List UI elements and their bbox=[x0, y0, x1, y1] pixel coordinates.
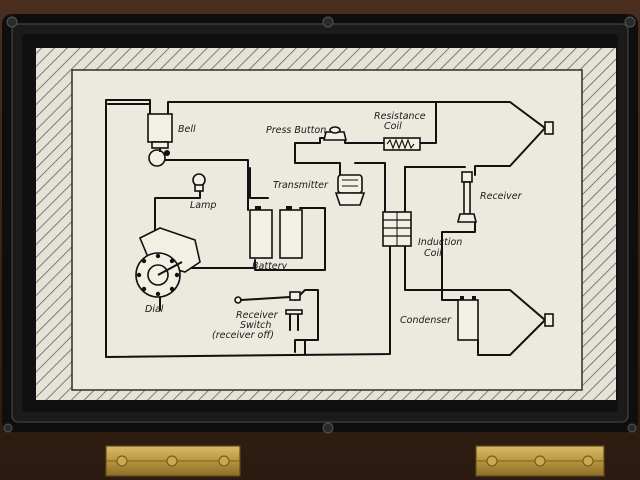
screw-icon bbox=[322, 422, 334, 434]
label-lamp: Lamp bbox=[190, 200, 216, 211]
screw-icon bbox=[218, 455, 230, 467]
label-condenser: Condenser bbox=[400, 315, 452, 326]
label-receiver-switch-1: Receiver bbox=[236, 310, 279, 321]
battery-icon bbox=[249, 206, 303, 259]
screw-icon bbox=[166, 455, 178, 467]
screw-icon bbox=[486, 455, 498, 467]
press-button-icon bbox=[322, 126, 348, 141]
screw-icon bbox=[534, 455, 546, 467]
receiver-switch-icon bbox=[234, 291, 303, 331]
label-induction-coil-1: Induction bbox=[418, 237, 462, 248]
screw-icon bbox=[116, 455, 128, 467]
screw-icon bbox=[582, 455, 594, 467]
screw-icon bbox=[624, 16, 636, 28]
screw-icon bbox=[6, 16, 18, 28]
bell-icon bbox=[147, 113, 173, 167]
label-receiver-switch-2: Switch bbox=[240, 320, 271, 331]
label-resistance-coil-2: Coil bbox=[384, 121, 402, 132]
label-bell: Bell bbox=[178, 124, 196, 135]
screw-icon bbox=[322, 16, 334, 28]
screw-icon bbox=[3, 423, 13, 433]
dial-icon bbox=[135, 227, 201, 298]
label-transmitter: Transmitter bbox=[273, 180, 329, 191]
label-receiver: Receiver bbox=[480, 191, 523, 202]
condenser-icon bbox=[457, 296, 479, 341]
brass-hinge-right bbox=[475, 445, 605, 477]
label-induction-coil-2: Coil bbox=[424, 248, 442, 259]
label-dial: Dial bbox=[145, 304, 164, 315]
resistance-coil-icon bbox=[383, 137, 421, 151]
induction-coil-icon bbox=[382, 211, 412, 247]
frame-screws bbox=[3, 16, 637, 434]
receiver-icon bbox=[456, 171, 478, 223]
lamp-icon bbox=[192, 173, 206, 192]
terminal-post-icon bbox=[544, 121, 554, 327]
brass-hinge-left bbox=[105, 445, 241, 477]
label-battery: Battery bbox=[252, 261, 288, 272]
screw-icon bbox=[627, 423, 637, 433]
label-resistance-coil-1: Resistance bbox=[374, 111, 426, 122]
label-receiver-switch-3: (receiver off) bbox=[212, 330, 274, 341]
transmitter-icon bbox=[334, 174, 366, 206]
label-press-button: Press Button bbox=[266, 125, 326, 136]
diagram-labels: Bell Press Button Resistance Coil Lamp T… bbox=[145, 111, 523, 341]
